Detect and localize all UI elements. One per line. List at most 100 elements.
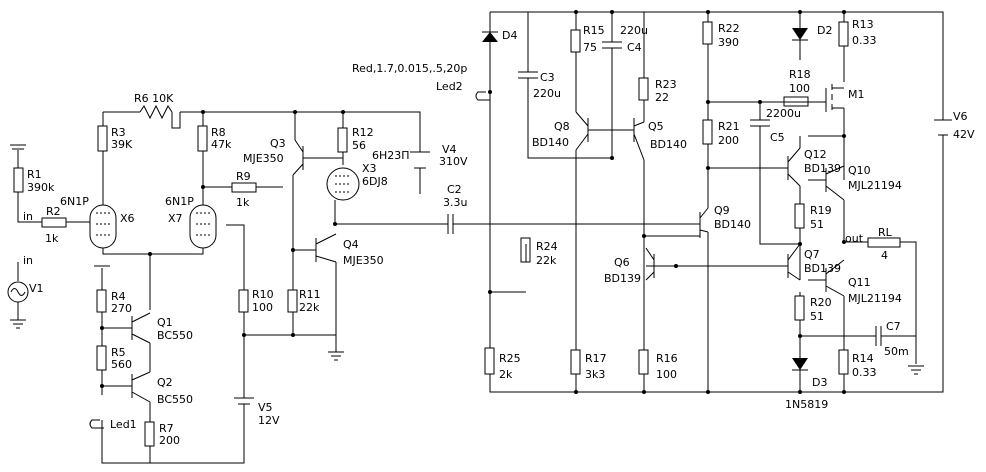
label-r11: R11 [299, 288, 321, 301]
label-d2: D2 [817, 24, 832, 37]
label-r14: R14 [852, 352, 874, 365]
label-r3: R3 [111, 126, 126, 139]
label-r7: R7 [159, 422, 174, 435]
label-x7: X7 [168, 212, 183, 225]
label-r22-value: 390 [718, 36, 739, 49]
label-r12-value: 56 [352, 139, 366, 152]
label-x3-type1: 6H23П [372, 149, 410, 162]
component-labels: in V1 R1 390k in R2 1k R3 39K R6 10K R8 … [23, 18, 975, 447]
label-q10-type: MJL21194 [848, 179, 902, 192]
label-q4: Q4 [343, 238, 359, 251]
transistors [131, 84, 845, 403]
q4-symbol [315, 233, 337, 263]
label-r13-value: 0.33 [852, 34, 877, 47]
label-r23-value: 22 [655, 91, 669, 104]
q9-symbol [699, 207, 709, 238]
label-q7: Q7 [804, 248, 820, 261]
junction-dots [100, 10, 846, 394]
ground-symbols [10, 144, 924, 375]
label-in-node: in [23, 210, 33, 223]
label-q10: Q10 [848, 164, 871, 177]
q2-symbol [131, 371, 151, 403]
label-q9: Q9 [714, 204, 730, 217]
label-r5-value: 560 [111, 358, 132, 371]
label-q12: Q12 [804, 148, 827, 161]
label-r17-value: 3k3 [585, 368, 605, 381]
label-d3-type: 1N5819 [785, 398, 828, 411]
label-r3-value: 39K [111, 138, 133, 151]
label-r25-value: 2k [499, 368, 513, 381]
v1-source [7, 281, 29, 303]
label-r20-value: 51 [810, 310, 824, 323]
m1-symbol [825, 84, 844, 112]
label-r21-value: 200 [718, 134, 739, 147]
label-r18-value: 100 [789, 82, 810, 95]
label-q1: Q1 [157, 316, 173, 329]
q12-symbol [787, 147, 801, 187]
q11-symbol [825, 259, 845, 297]
label-q7-type: BD139 [804, 262, 841, 275]
q5-symbol [612, 118, 645, 161]
q7-symbol [787, 243, 801, 281]
label-c7: C7 [886, 320, 901, 333]
led-symbols [89, 91, 490, 429]
label-r15-value: 75 [583, 41, 597, 54]
label-q11-type: MJL21194 [848, 292, 902, 305]
label-out: out [845, 232, 864, 245]
label-m1: M1 [848, 88, 865, 101]
label-r7-value: 200 [159, 434, 180, 447]
label-r4: R4 [111, 290, 126, 303]
label-v5-value: 12V [258, 414, 280, 427]
label-c2: C2 [447, 183, 462, 196]
label-q6: Q6 [614, 256, 630, 269]
label-rl-value: 4 [881, 249, 888, 262]
label-r2: R2 [46, 205, 61, 218]
label-q1-type: BC550 [157, 329, 193, 342]
label-r16-value: 100 [656, 368, 677, 381]
label-v1: V1 [29, 282, 44, 295]
label-x3-type2: 6DJ8 [362, 175, 388, 188]
label-r24: R24 [536, 240, 558, 253]
label-q11: Q11 [848, 276, 871, 289]
label-r10-value: 100 [252, 301, 273, 314]
diodes [482, 28, 808, 371]
label-rl: RL [878, 226, 893, 239]
label-q12-type: BD139 [804, 162, 841, 175]
label-q8: Q8 [554, 120, 570, 133]
label-c5-value: 2200u [766, 107, 801, 120]
label-q4-type: MJE350 [343, 254, 384, 267]
label-q6-type: BD139 [604, 272, 641, 285]
label-r13: R13 [852, 18, 874, 31]
label-r9: R9 [236, 170, 251, 183]
label-q5: Q5 [648, 120, 664, 133]
wires [17, 11, 944, 464]
label-r15: R15 [583, 24, 605, 37]
label-r2-value: 1k [45, 232, 59, 245]
label-r6: R6 10K [134, 92, 174, 105]
label-v5: V5 [258, 401, 273, 414]
label-r12: R12 [352, 126, 374, 139]
label-c4: C4 [627, 41, 642, 54]
label-v4: V4 [442, 143, 457, 156]
label-q3: Q3 [270, 137, 286, 150]
label-x3: X3 [362, 162, 377, 175]
label-q3-type: MJE350 [243, 152, 284, 165]
label-q2: Q2 [157, 376, 173, 389]
q6-symbol [645, 247, 676, 281]
label-c4-value: 220u [620, 24, 648, 37]
batteries [234, 119, 952, 416]
label-r8-value: 47k [211, 138, 232, 151]
label-r19: R19 [810, 204, 832, 217]
q8-symbol [575, 111, 613, 158]
label-q9-type: BD140 [714, 218, 751, 231]
label-q5-type: BD140 [650, 138, 687, 151]
label-r4-value: 270 [111, 302, 132, 315]
label-r21: R21 [718, 120, 740, 133]
label-q8-type: BD140 [532, 136, 569, 149]
label-r25: R25 [499, 352, 521, 365]
capacitors [438, 41, 892, 346]
label-led1: Led1 [110, 418, 137, 431]
label-c5: C5 [770, 131, 785, 144]
label-c3-value: 220u [533, 87, 561, 100]
label-v6-value: 42V [953, 128, 975, 141]
